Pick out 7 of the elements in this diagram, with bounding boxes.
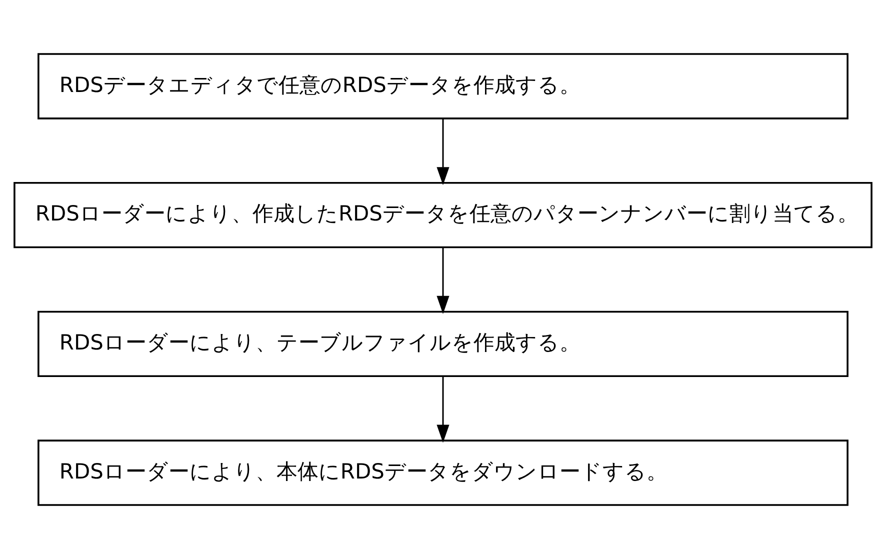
node-box: RDSデータエディタで任意のRDSデータを作成する。 [38, 52, 848, 119]
arrow [436, 247, 450, 314]
node-box: RDSローダーにより、テーブルファイルを作成する。 [38, 310, 848, 377]
arrow [436, 376, 450, 442]
node-box: RDSローダーにより、本体にRDSデータをダウンロードする。 [38, 439, 848, 506]
arrow [436, 118, 450, 185]
node-box: RDSローダーにより、作成したRDSデータを任意のパターンナンバーに割り当てる。 [14, 181, 872, 248]
